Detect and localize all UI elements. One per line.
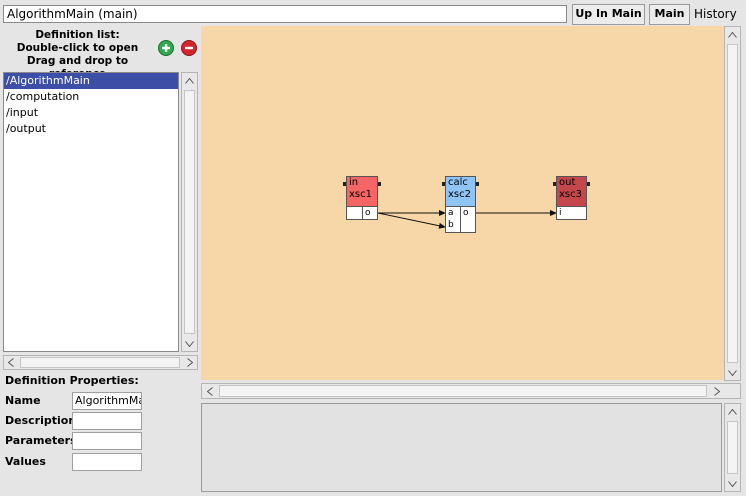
- name-label: Name: [5, 394, 41, 407]
- scroll-down-arrow-icon[interactable]: [725, 365, 740, 380]
- scroll-up-arrow-icon[interactable]: [725, 404, 740, 419]
- parameters-field[interactable]: [72, 432, 142, 450]
- list-horizontal-scrollbar[interactable]: [3, 355, 198, 370]
- connection-layer: [377, 210, 557, 229]
- node-out-ports: i: [556, 206, 587, 220]
- input-port-i[interactable]: i: [559, 208, 562, 218]
- edge-in-to-calc-b[interactable]: [377, 212, 446, 229]
- canvas-horizontal-scrollbar[interactable]: [201, 383, 741, 399]
- plus-circle-icon: [158, 40, 174, 56]
- scroll-down-arrow-icon[interactable]: [725, 476, 740, 491]
- definition-list[interactable]: /AlgorithmMain /computation /input /outp…: [3, 72, 179, 352]
- up-in-main-button[interactable]: Up In Main: [572, 4, 645, 25]
- remove-definition-button[interactable]: [181, 40, 197, 56]
- node-type: xsc1: [349, 189, 372, 200]
- node-calc-caption: calc xsc2: [445, 176, 476, 207]
- list-item[interactable]: /output: [6, 122, 46, 135]
- list-item[interactable]: /computation: [6, 90, 80, 103]
- main-button[interactable]: Main: [649, 4, 690, 25]
- input-port-a[interactable]: a: [448, 208, 454, 218]
- node-type: xsc3: [559, 189, 582, 200]
- list-item[interactable]: /AlgorithmMain: [4, 73, 178, 89]
- scroll-down-arrow-icon[interactable]: [182, 336, 197, 351]
- node-calc[interactable]: calc xsc2 a b o: [442, 176, 479, 233]
- output-vscroll-thumb[interactable]: [727, 421, 738, 474]
- input-port-b[interactable]: b: [448, 220, 454, 230]
- scroll-right-arrow-icon[interactable]: [709, 384, 724, 398]
- canvas-vertical-scrollbar[interactable]: [724, 26, 741, 381]
- node-in-ports: o: [346, 206, 378, 220]
- values-label: Values: [5, 455, 46, 468]
- node-calc-ports: a b o: [445, 206, 476, 233]
- canvas-vscroll-thumb[interactable]: [727, 44, 738, 363]
- scroll-left-arrow-icon[interactable]: [4, 356, 18, 369]
- description-label: Description: [5, 414, 77, 427]
- list-item[interactable]: /input: [6, 106, 39, 119]
- add-definition-button[interactable]: [158, 40, 174, 56]
- node-name: calc: [448, 177, 468, 188]
- name-field[interactable]: AlgorithmMa: [72, 392, 142, 410]
- description-field[interactable]: [72, 412, 142, 430]
- output-port-o[interactable]: o: [463, 208, 469, 218]
- diagram-canvas[interactable]: in xsc1 o calc xsc2 a b o out xsc3 i: [201, 26, 724, 380]
- node-type: xsc2: [448, 189, 471, 200]
- title-field[interactable]: AlgorithmMain (main): [3, 5, 567, 23]
- history-button[interactable]: History: [694, 7, 737, 21]
- node-name: in: [349, 177, 359, 188]
- node-in[interactable]: in xsc1 o: [343, 176, 381, 221]
- scroll-up-arrow-icon[interactable]: [725, 27, 740, 42]
- minus-circle-icon: [181, 40, 197, 56]
- output-panel[interactable]: [201, 403, 722, 492]
- scroll-right-arrow-icon[interactable]: [183, 356, 197, 369]
- list-scroll-thumb[interactable]: [184, 90, 195, 334]
- list-vertical-scrollbar[interactable]: [181, 72, 198, 352]
- values-field[interactable]: [72, 453, 142, 471]
- canvas-hscroll-thumb[interactable]: [219, 385, 707, 397]
- node-out-caption: out xsc3: [556, 176, 587, 207]
- scroll-left-arrow-icon[interactable]: [202, 384, 217, 398]
- definition-properties-heading: Definition Properties:: [5, 374, 139, 387]
- definition-list-hint-open: Double-click to open: [16, 42, 139, 54]
- definition-list-title: Definition list:: [35, 29, 120, 41]
- scroll-up-arrow-icon[interactable]: [182, 73, 197, 88]
- list-hscroll-thumb[interactable]: [20, 357, 180, 368]
- node-name: out: [559, 177, 576, 188]
- output-port-o[interactable]: o: [365, 208, 371, 218]
- node-out[interactable]: out xsc3 i: [553, 176, 590, 221]
- output-vertical-scrollbar[interactable]: [724, 403, 741, 492]
- parameters-label: Parameters: [5, 434, 77, 447]
- node-in-caption: in xsc1: [346, 176, 378, 207]
